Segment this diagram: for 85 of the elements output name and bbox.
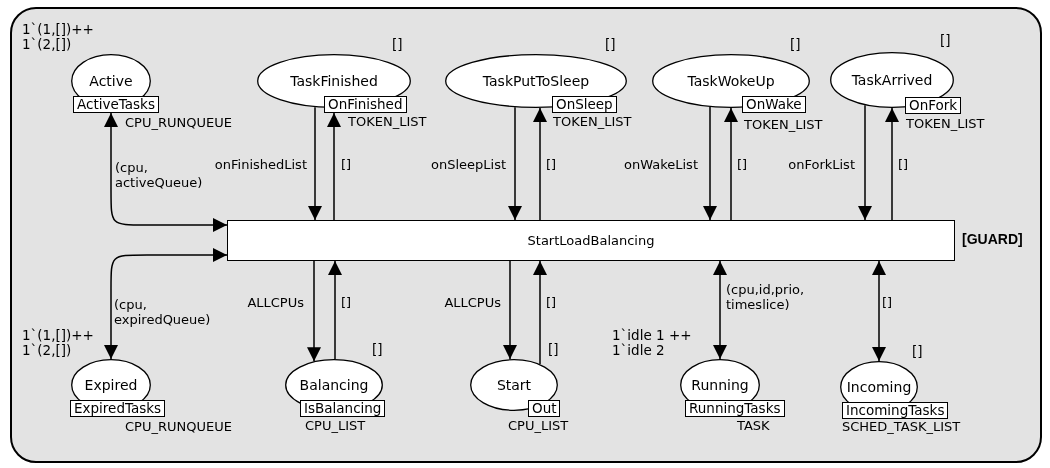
- port-tag: ExpiredTasks: [70, 400, 166, 417]
- arc-arrow: [308, 106, 322, 221]
- place-name: Running: [691, 376, 749, 394]
- place-name: TaskArrived: [851, 71, 933, 89]
- port-tag: OnWake: [742, 96, 806, 113]
- place-ellipse: [285, 359, 385, 417]
- place-name: Incoming: [846, 378, 912, 396]
- port-tag: OnFinished: [324, 96, 407, 113]
- arc-inscription: []: [546, 295, 557, 310]
- arc-inscription: (cpu, expiredQueue): [114, 297, 212, 327]
- place-ellipse: [257, 54, 411, 113]
- port-tag: OnFork: [905, 97, 962, 114]
- transition-name: StartLoadBalancing: [527, 233, 655, 248]
- color-set-label: CPU_RUNQUEUE: [125, 419, 232, 434]
- port-tag: IncomingTasks: [842, 402, 949, 419]
- arc-arrow: [858, 104, 872, 221]
- arc-arrow: [724, 107, 738, 221]
- color-set-label: TOKEN_LIST: [553, 114, 632, 129]
- place-ellipse: [470, 359, 560, 417]
- arc-arrow: [104, 248, 228, 360]
- color-set-label: TASK: [737, 418, 770, 433]
- place-name: Balancing: [299, 376, 369, 394]
- arc-inscription: onWakeList: [624, 157, 698, 172]
- place-name: Active: [89, 72, 133, 90]
- place-name: Expired: [84, 376, 138, 394]
- initial-marking: []: [912, 344, 923, 359]
- port-tag: ActiveTasks: [73, 96, 159, 113]
- page-panel: [10, 7, 1042, 463]
- arc-arrow: [533, 107, 547, 221]
- arc-inscription: []: [546, 157, 557, 172]
- arc-arrow: [503, 260, 517, 360]
- port-tag: IsBalancing: [300, 400, 386, 417]
- arc-inscription: []: [898, 157, 909, 172]
- arc-inscription: ALLCPUs: [444, 295, 501, 310]
- transition-box: [227, 220, 955, 261]
- arc-inscription: []: [341, 295, 352, 310]
- arc-arrow: [307, 260, 321, 362]
- arc-arrow: [713, 260, 727, 360]
- arc-inscription: ALLCPUs: [247, 295, 304, 310]
- place-name: TaskWokeUp: [687, 72, 775, 90]
- arc-inscription: onFinishedList: [214, 157, 307, 172]
- initial-marking: 1`(1,[])++ 1`(2,[]): [22, 328, 95, 358]
- port-tag: OnSleep: [552, 96, 617, 113]
- arc-arrow: [327, 112, 341, 221]
- place-name: TaskPutToSleep: [482, 72, 590, 90]
- place-name: Start: [496, 376, 532, 394]
- color-set-label: CPU_LIST: [305, 418, 366, 433]
- arc-inscription: []: [882, 295, 893, 310]
- arc-arrow: [328, 260, 342, 360]
- initial-marking: []: [548, 342, 559, 357]
- color-set-label: TOKEN_LIST: [906, 116, 985, 131]
- arc-arrow: [533, 260, 547, 365]
- initial-marking: []: [605, 37, 616, 52]
- arc-arrow: [703, 106, 717, 221]
- place-ellipse: [830, 52, 961, 114]
- arc-arrow: [872, 260, 886, 362]
- arc-inscription: onSleepList: [430, 157, 506, 172]
- port-tag: Out: [528, 400, 561, 417]
- initial-marking: 1`(1,[])++ 1`(2,[]): [22, 22, 95, 52]
- arc-inscription: []: [341, 157, 352, 172]
- place-name: TaskFinished: [290, 72, 378, 90]
- place-ellipse: [840, 361, 948, 419]
- place-ellipse: [652, 54, 810, 113]
- place-ellipse: [70, 359, 165, 417]
- place-ellipse: [71, 54, 159, 113]
- color-set-label: CPU_LIST: [508, 418, 569, 433]
- color-set-label: CPU_RUNQUEUE: [125, 115, 232, 130]
- place-ellipse: [680, 359, 785, 417]
- color-set-label: TOKEN_LIST: [744, 117, 823, 132]
- color-set-label: SCHED_TASK_LIST: [842, 419, 961, 434]
- color-set-label: TOKEN_LIST: [348, 114, 427, 129]
- initial-marking: 1`idle 1 ++ 1`idle 2: [612, 328, 693, 358]
- initial-marking: []: [790, 37, 801, 52]
- arc-arrow: [508, 106, 522, 221]
- initial-marking: []: [372, 342, 383, 357]
- place-ellipse: [445, 54, 627, 113]
- arc-arrow: [885, 107, 899, 221]
- arc-inscription: onForkList: [788, 157, 855, 172]
- arc-arrow: [104, 112, 228, 232]
- initial-marking: []: [392, 37, 403, 52]
- port-tag: RunningTasks: [685, 400, 785, 417]
- initial-marking: []: [940, 33, 951, 48]
- arc-inscription: []: [737, 157, 748, 172]
- arc-inscription: (cpu,id,prio, timeslice): [726, 282, 806, 312]
- guard-label: [GUARD]: [962, 232, 1023, 247]
